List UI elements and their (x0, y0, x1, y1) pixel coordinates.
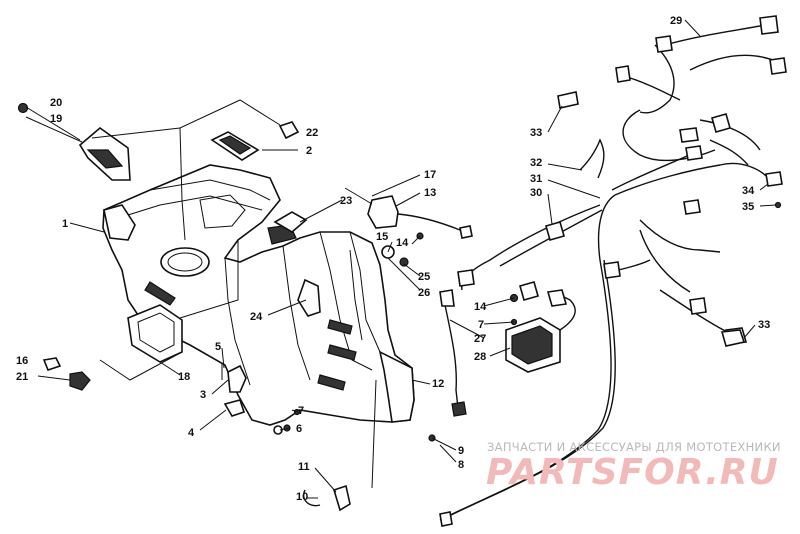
bracket-5 (221, 364, 247, 417)
bracket-24 (297, 278, 321, 317)
callout-7-b: 7 (478, 319, 484, 331)
callout-28: 28 (474, 351, 486, 363)
callout-labels: 1 2 3 4 5 6 7 8 9 10 11 12 13 14 15 16 1… (16, 15, 770, 503)
callout-10: 10 (296, 491, 308, 503)
callout-18: 18 (178, 371, 190, 383)
callout-14-b: 14 (474, 301, 487, 313)
callout-33-b: 33 (758, 319, 770, 331)
lens-19 (78, 126, 131, 181)
latch-10-11 (303, 484, 351, 512)
callout-15: 15 (376, 231, 388, 243)
callout-1: 1 (62, 218, 68, 230)
callout-27: 27 (474, 333, 486, 345)
switch-plate-2 (210, 131, 260, 161)
relay-13 (344, 187, 461, 231)
callout-19: 19 (50, 113, 62, 125)
callout-11: 11 (298, 461, 310, 473)
leader-lines (25, 19, 777, 499)
callout-8: 8 (458, 459, 464, 471)
callout-3: 3 (200, 389, 206, 401)
callout-25: 25 (418, 271, 430, 283)
console-housing (102, 164, 415, 426)
clip-22 (278, 121, 300, 140)
grommet-21 (42, 357, 91, 391)
callout-16: 16 (16, 355, 28, 367)
screws-6-7 (273, 408, 301, 435)
callout-5: 5 (215, 341, 221, 353)
callout-26: 26 (418, 287, 430, 299)
callout-17: 17 (424, 169, 436, 181)
callout-34: 34 (742, 185, 755, 197)
callout-6: 6 (296, 423, 302, 435)
callout-23: 23 (340, 195, 352, 207)
watermark-logo: PARTSFOR.RU (486, 452, 779, 493)
mount-23 (273, 211, 308, 233)
light-housing-18 (127, 304, 183, 363)
callout-2: 2 (306, 145, 312, 157)
callout-9: 9 (458, 445, 464, 457)
wiring-harness (439, 15, 787, 527)
callout-33: 33 (530, 127, 542, 139)
callout-24: 24 (250, 311, 263, 323)
regulator-28 (505, 289, 576, 373)
callout-31: 31 (530, 173, 542, 185)
bulb-20 (17, 102, 29, 114)
callout-21: 21 (16, 371, 28, 383)
callout-12: 12 (432, 378, 444, 390)
callout-35: 35 (742, 201, 754, 213)
callout-7: 7 (298, 405, 304, 417)
callout-22: 22 (306, 127, 318, 139)
callout-13: 13 (424, 187, 436, 199)
callout-30: 30 (530, 187, 542, 199)
watermark-tagline: ЗАПЧАСТИ И АКСЕССУАРЫ ДЛЯ МОТОТЕХНИКИ (487, 440, 781, 454)
callout-29: 29 (670, 15, 682, 27)
callout-14: 14 (396, 237, 409, 249)
lead-27 (439, 289, 467, 417)
callout-4: 4 (188, 427, 195, 439)
callout-20: 20 (50, 97, 62, 109)
callout-32: 32 (530, 157, 542, 169)
